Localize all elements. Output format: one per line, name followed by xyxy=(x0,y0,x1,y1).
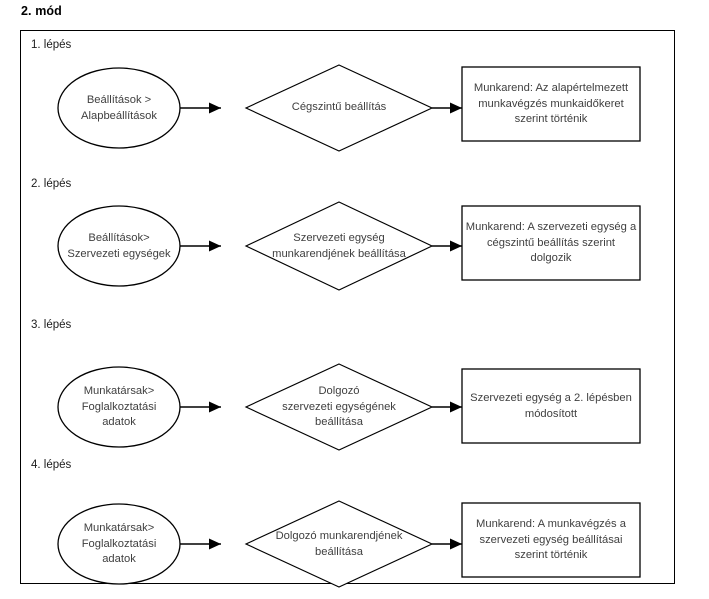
arrow-head-4a xyxy=(209,538,221,550)
arrow-head-1a xyxy=(209,102,221,114)
step-label-1: 1. lépés xyxy=(31,39,72,51)
source-ellipse-3[interactable] xyxy=(57,366,181,448)
step-3-graphics xyxy=(57,363,641,451)
page-title: 2. mód xyxy=(21,4,62,18)
decision-diamond-4[interactable] xyxy=(244,500,434,588)
step-1-graphics xyxy=(57,64,641,152)
flow-step-1: 1. lépés Beállítások > Alapbeállítások C… xyxy=(21,39,676,169)
source-ellipse-1[interactable] xyxy=(57,67,181,149)
arrow-head-3b xyxy=(450,401,462,413)
step-label-4: 4. lépés xyxy=(31,459,72,471)
source-ellipse-4[interactable] xyxy=(57,503,181,585)
step-label-3: 3. lépés xyxy=(31,319,72,331)
step-4-graphics xyxy=(57,500,641,588)
result-rect-3[interactable] xyxy=(461,368,641,444)
decision-diamond-3[interactable] xyxy=(244,363,434,451)
arrow-head-3a xyxy=(209,401,221,413)
decision-diamond-1[interactable] xyxy=(244,64,434,152)
arrow-head-1b xyxy=(450,102,462,114)
decision-diamond-2[interactable] xyxy=(244,201,434,291)
step-label-2: 2. lépés xyxy=(31,178,72,190)
arrow-head-4b xyxy=(450,538,462,550)
source-ellipse-2[interactable] xyxy=(57,205,181,287)
result-rect-4[interactable] xyxy=(461,502,641,578)
step-2-graphics xyxy=(57,201,641,291)
result-rect-2[interactable] xyxy=(461,205,641,281)
flow-step-3: 3. lépés Munkatársak> Foglalkoztatási ad… xyxy=(21,319,676,451)
flow-step-4: 4. lépés Munkatársak> Foglalkoztatási ad… xyxy=(21,459,676,589)
flowchart-frame: 1. lépés Beállítások > Alapbeállítások C… xyxy=(20,30,676,588)
flow-step-2: 2. lépés Beállítások> Szervezeti egysége… xyxy=(21,178,676,308)
arrow-head-2b xyxy=(450,240,462,252)
arrow-head-2a xyxy=(209,240,221,252)
result-rect-1[interactable] xyxy=(461,66,641,142)
